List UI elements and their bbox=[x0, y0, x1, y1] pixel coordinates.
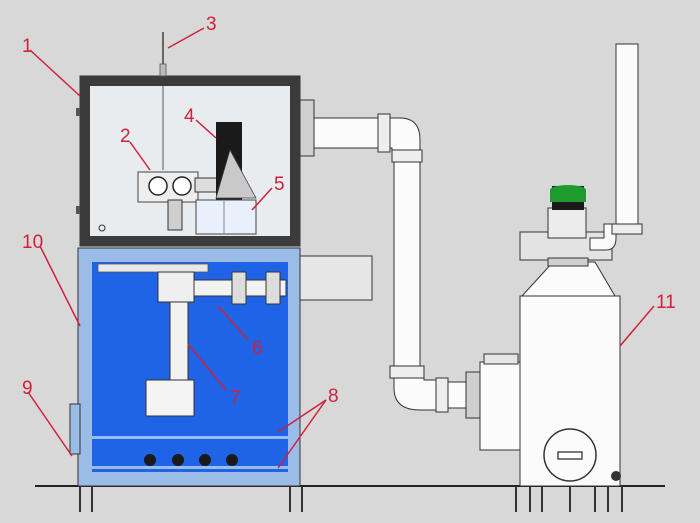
black-cylinder bbox=[215, 122, 257, 200]
callout-10: 10 bbox=[22, 232, 43, 253]
callout-7: 7 bbox=[230, 388, 241, 409]
callout-4: 4 bbox=[184, 106, 195, 127]
callout-leaders bbox=[27, 27, 655, 469]
callout-6: 6 bbox=[252, 338, 263, 359]
side-electrical-box bbox=[299, 255, 373, 301]
callout-3: 3 bbox=[206, 14, 217, 35]
collection-tray bbox=[195, 199, 257, 235]
callout-8: 8 bbox=[328, 386, 339, 407]
internal-piping bbox=[145, 271, 287, 417]
upper-enclosure bbox=[76, 75, 301, 247]
exhaust-stack bbox=[589, 43, 643, 251]
cabinet-feet bbox=[79, 486, 303, 512]
callout-2: 2 bbox=[120, 126, 131, 147]
callout-11: 11 bbox=[656, 292, 676, 313]
callout-1: 1 bbox=[22, 36, 33, 57]
callout-5: 5 bbox=[274, 174, 285, 195]
probe-rod bbox=[159, 32, 167, 170]
tower-feet bbox=[515, 486, 623, 512]
blower-motor bbox=[519, 185, 613, 267]
callout-9: 9 bbox=[22, 378, 33, 399]
exhaust-duct bbox=[299, 99, 481, 419]
gauge-assembly bbox=[137, 171, 218, 231]
